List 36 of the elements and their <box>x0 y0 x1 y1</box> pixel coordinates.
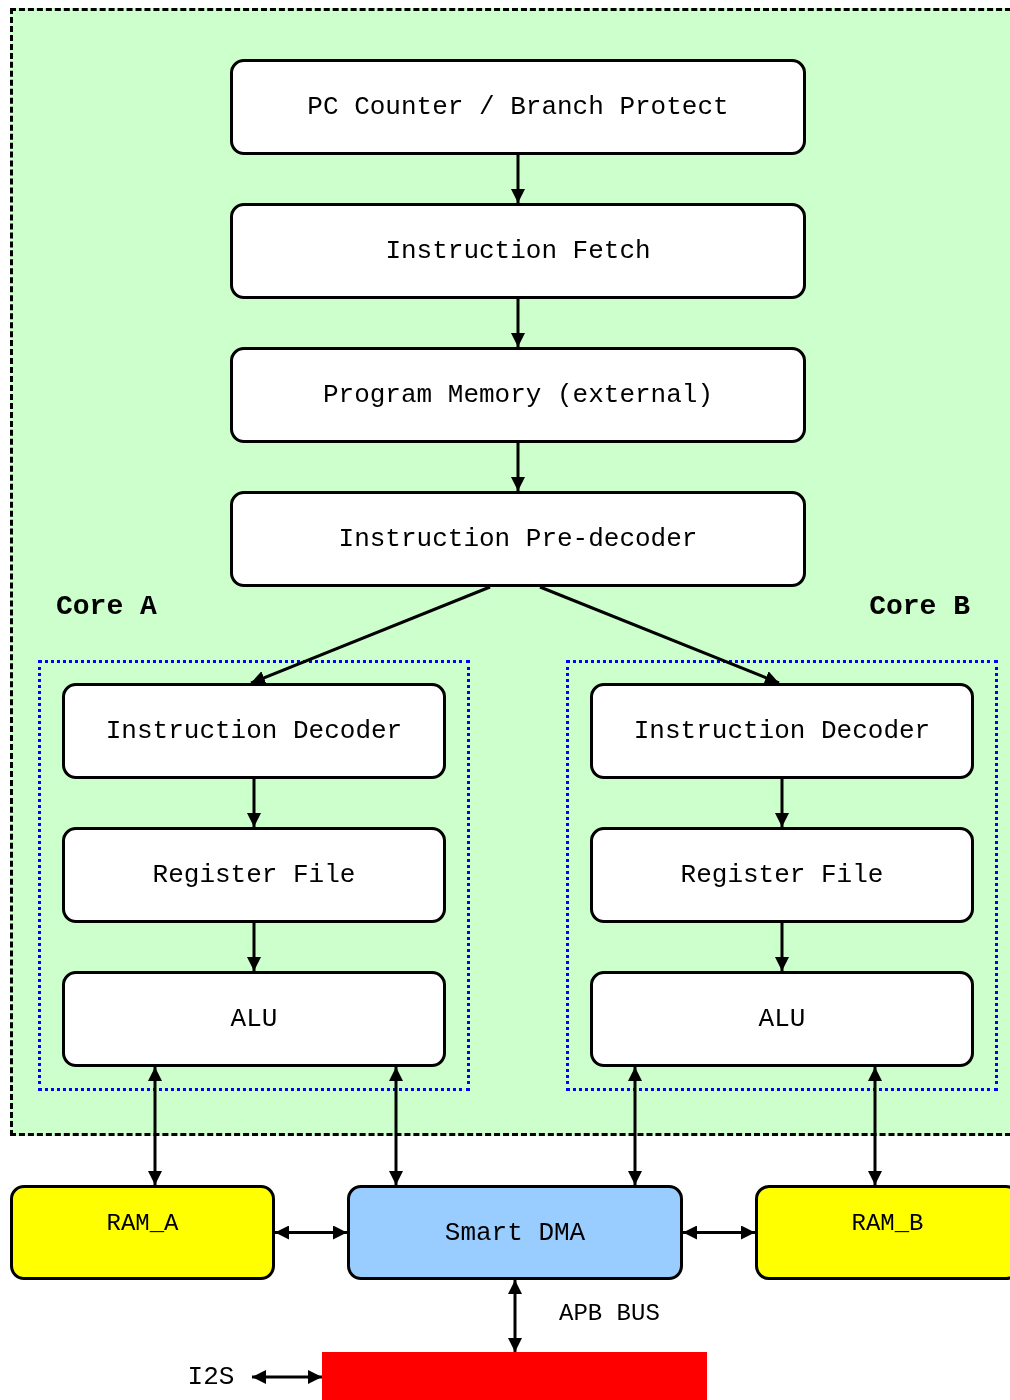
arrow <box>148 1067 162 1185</box>
arrow <box>775 923 789 971</box>
process-box: Register File <box>62 827 446 923</box>
core-label: Core B <box>869 591 970 622</box>
core-label: Core A <box>56 591 157 622</box>
process-box: PC Counter / Branch Protect <box>230 59 806 155</box>
process-box: Register File <box>590 827 974 923</box>
arrow <box>247 923 261 971</box>
memory-box: RAM_A <box>10 1185 275 1280</box>
process-box: Instruction Decoder <box>590 683 974 779</box>
arrow <box>389 1067 403 1185</box>
process-box: Instruction Decoder <box>62 683 446 779</box>
arrow <box>683 1225 755 1240</box>
arrow <box>250 585 491 685</box>
interface-bar <box>322 1352 707 1400</box>
arrow <box>508 1280 522 1352</box>
arrow <box>511 299 525 347</box>
process-box: Instruction Pre-decoder <box>230 491 806 587</box>
process-box: ALU <box>62 971 446 1067</box>
arrow <box>511 155 525 203</box>
arrow <box>628 1067 642 1185</box>
edge-label: APB BUS <box>559 1300 660 1327</box>
arrow <box>775 779 789 827</box>
port-label: I2S <box>187 1362 235 1392</box>
process-box: Instruction Fetch <box>230 203 806 299</box>
arrow <box>252 1370 322 1384</box>
dma-box: Smart DMA <box>347 1185 683 1280</box>
process-box: Program Memory (external) <box>230 347 806 443</box>
arrow <box>868 1067 882 1185</box>
memory-box: RAM_B <box>755 1185 1010 1280</box>
process-box: ALU <box>590 971 974 1067</box>
arrow <box>539 585 780 685</box>
arrow <box>275 1225 347 1240</box>
chip-boundary <box>10 8 1010 1136</box>
arrow <box>511 443 525 491</box>
arrow <box>247 779 261 827</box>
